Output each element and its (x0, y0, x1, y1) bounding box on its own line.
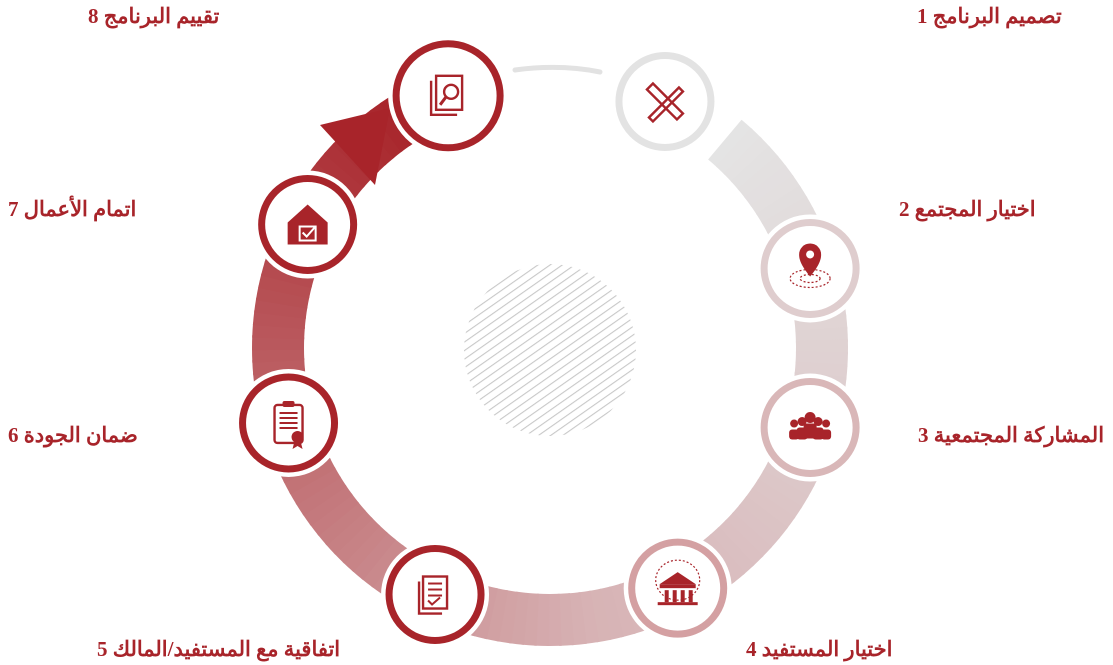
cycle-top-connector (512, 64, 603, 75)
house-check-icon (287, 204, 328, 245)
stage-node-2[interactable] (756, 214, 865, 323)
stage-node-5[interactable] (381, 540, 490, 649)
stage-label-1: تصميم البرنامج 1 (917, 4, 1062, 28)
stage-label-8: تقييم البرنامج 8 (88, 4, 220, 28)
cycle-arrow-head (320, 108, 390, 185)
stage-label-3: المشاركة المجتمعية 3 (918, 423, 1105, 447)
stage-label-6: ضمان الجودة 6 (8, 423, 138, 447)
document-icon (417, 575, 449, 615)
stage-node-8[interactable] (388, 35, 509, 156)
stage-node-6[interactable] (234, 368, 343, 477)
stage-node-4[interactable] (623, 534, 732, 643)
stage-node-1[interactable] (610, 47, 719, 156)
pencil-ruler-icon (645, 81, 685, 124)
document-search-icon (429, 74, 464, 117)
certificate-clipboard-icon (273, 400, 304, 449)
stage-node-7[interactable] (253, 170, 362, 279)
stage-label-2: اختيار المجتمع 2 (899, 197, 1036, 221)
map-pin-icon (789, 243, 831, 289)
stage-node-ring (392, 40, 504, 152)
center-hatched-circle (464, 264, 636, 436)
stage-label-7: اتمام الأعمال 7 (8, 197, 137, 221)
building-icon (655, 559, 701, 606)
stage-node-3[interactable] (756, 373, 865, 482)
stage-label-4: اختيار المستفيد 4 (746, 637, 893, 661)
community-group-icon (789, 412, 832, 440)
stage-label-5: اتفاقية مع المستفيد/المالك 5 (97, 637, 341, 661)
